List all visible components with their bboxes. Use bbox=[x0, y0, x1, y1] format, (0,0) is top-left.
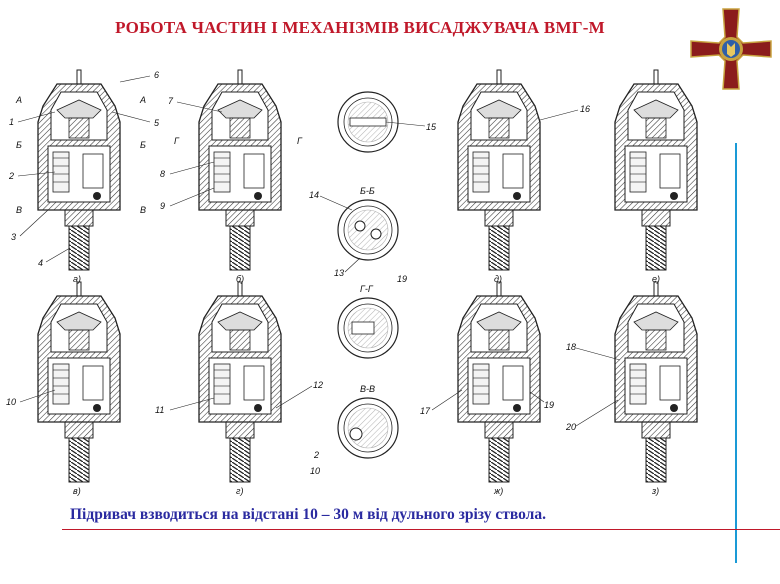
fuze-drawing-b bbox=[198, 69, 282, 271]
callout-number: 5 bbox=[154, 118, 160, 128]
section-mark: А bbox=[139, 95, 146, 105]
fuze-drawing-g bbox=[198, 281, 282, 483]
section-label-g-g: Г-Г bbox=[360, 284, 374, 294]
figure-label-z: з) bbox=[651, 486, 659, 496]
section-mark: А bbox=[15, 95, 22, 105]
callout-number: 3 bbox=[11, 232, 16, 242]
section-disc-g-g bbox=[337, 297, 399, 359]
caption-underline bbox=[62, 529, 780, 530]
fuze-drawing-e bbox=[614, 69, 698, 271]
section-mark: В bbox=[16, 205, 22, 215]
slide-title: РОБОТА ЧАСТИН І МЕХАНІЗМІВ ВИСАДЖУВАЧА В… bbox=[115, 18, 605, 37]
callout-number: 18 bbox=[566, 342, 576, 352]
callout-number: 13 bbox=[334, 268, 344, 278]
callout-number: 20 bbox=[565, 422, 576, 432]
callout-number: 17 bbox=[420, 406, 431, 416]
callout-number: 2 bbox=[8, 171, 14, 181]
section-disc-b-b bbox=[337, 199, 399, 261]
figure-label-d: д) bbox=[494, 274, 502, 284]
callout-number: 10 bbox=[310, 466, 320, 476]
section-mark: Г bbox=[297, 136, 303, 146]
callout-number: 6 bbox=[154, 70, 159, 80]
fuze-drawing-d bbox=[457, 69, 541, 271]
callout-number: 16 bbox=[580, 104, 590, 114]
callout-number: 19 bbox=[544, 400, 554, 410]
section-disc-v-v bbox=[337, 397, 399, 459]
fuze-drawing-z bbox=[614, 281, 698, 483]
section-disc-top bbox=[337, 91, 399, 153]
figure-label-e: е) bbox=[652, 274, 660, 284]
technical-drawings: а) б) д) е) в) г) ж) з) Б-Б Г-Г В-В А А … bbox=[6, 69, 698, 496]
section-label-b-b: Б-Б bbox=[360, 186, 375, 196]
callout-number: 1 bbox=[9, 117, 14, 127]
figure-label-zh: ж) bbox=[493, 486, 503, 496]
slide-caption: Підривач взводиться на відстані 10 – 30 … bbox=[70, 506, 546, 523]
callout-number: 4 bbox=[38, 258, 43, 268]
section-mark: Б bbox=[16, 140, 22, 150]
accent-vertical-line bbox=[735, 143, 737, 563]
cross-emblem-icon bbox=[690, 8, 772, 90]
callout-number: 9 bbox=[160, 201, 165, 211]
callout-number: 8 bbox=[160, 169, 165, 179]
figure-label-v: в) bbox=[73, 486, 81, 496]
callout-number: 7 bbox=[168, 96, 174, 106]
section-mark: В bbox=[140, 205, 146, 215]
fuze-drawing-zh bbox=[457, 281, 541, 483]
callout-number: 14 bbox=[309, 190, 319, 200]
figure-label-g: г) bbox=[236, 486, 243, 496]
section-mark: Б bbox=[140, 140, 146, 150]
section-label-v-v: В-В bbox=[360, 384, 375, 394]
callout-number: 19 bbox=[397, 274, 407, 284]
callout-number: 12 bbox=[313, 380, 323, 390]
section-mark: Г bbox=[174, 136, 180, 146]
fuze-drawing-a bbox=[37, 69, 121, 271]
callout-number: 2 bbox=[313, 450, 319, 460]
figure-label-a: а) bbox=[73, 274, 81, 284]
callout-number: 10 bbox=[6, 397, 16, 407]
callout-number: 15 bbox=[426, 122, 437, 132]
callout-number: 11 bbox=[155, 405, 164, 415]
fuze-drawing-v bbox=[37, 281, 121, 483]
figure-label-b: б) bbox=[236, 274, 244, 284]
